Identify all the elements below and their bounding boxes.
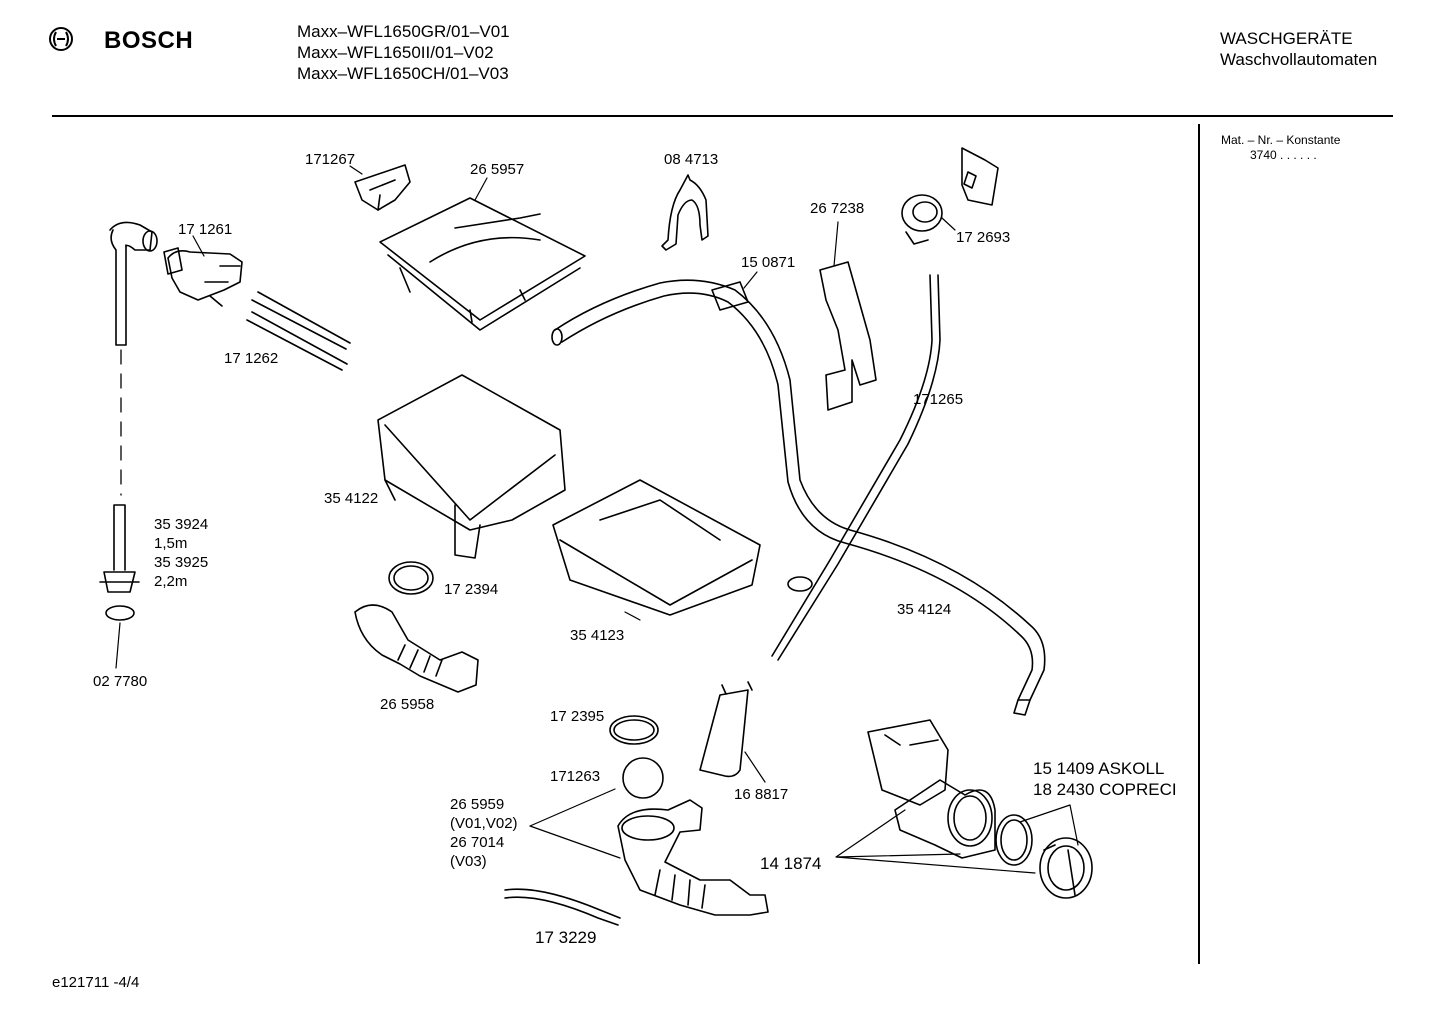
label-length-2: 2,2m [154, 573, 188, 590]
label-265958: 26 5958 [380, 696, 435, 713]
label-151409-askoll: 15 1409 ASKOLL [1033, 759, 1165, 778]
seal-ring-icon [388, 561, 434, 595]
pressure-switch-icon [901, 147, 999, 245]
ball-icon [622, 757, 664, 799]
side-divider [1198, 124, 1200, 964]
subcategory-title: Waschvollautomaten [1220, 50, 1378, 69]
small-hose-icon [504, 888, 621, 926]
label-267238: 26 7238 [810, 200, 865, 217]
label-168817: 16 8817 [734, 786, 789, 803]
label-354123: 35 4123 [570, 627, 625, 644]
label-171262: 17 1262 [224, 350, 279, 367]
clip-171267-icon [354, 164, 411, 211]
model-line-1: Maxx–WFL1650GR/01–V01 [297, 22, 510, 41]
label-variant-v01-v02: (V01,V02) [450, 815, 518, 832]
label-027780: 02 7780 [93, 673, 148, 690]
label-141874: 14 1874 [760, 854, 822, 873]
bracket-icon [819, 261, 877, 411]
label-variant-v03: (V03) [450, 853, 487, 870]
label-172693: 17 2693 [956, 229, 1011, 246]
hose-end-nut-icon [99, 504, 140, 593]
label-171265: 171265 [913, 391, 964, 408]
label-171267: 171267 [305, 151, 356, 168]
rods-icon [246, 291, 351, 371]
inlet-hose-elbow-icon [109, 221, 158, 346]
label-150871: 15 0871 [741, 254, 796, 271]
seal-ring-small-icon [609, 715, 659, 745]
model-line-3: Maxx–WFL1650CH/01–V03 [297, 64, 509, 83]
label-353925: 35 3925 [154, 554, 209, 571]
bosch-logo-icon [49, 27, 73, 51]
brand-name: BOSCH [104, 27, 194, 54]
label-265957: 26 5957 [470, 161, 525, 178]
label-173229: 17 3229 [535, 928, 597, 947]
filter-cap-icon [1039, 837, 1093, 899]
label-182430-copreci: 18 2430 COPRECI [1033, 780, 1177, 799]
thin-tube-icon [771, 274, 941, 661]
drain-pump-icon [867, 719, 996, 859]
label-172395: 17 2395 [550, 708, 605, 725]
document-id: e121711 -4/4 [52, 974, 140, 991]
hose-tube-icon [551, 279, 1046, 716]
heater-sensor-icon [699, 681, 753, 778]
label-084713: 08 4713 [664, 151, 719, 168]
label-267014: 26 7014 [450, 834, 505, 851]
label-354124: 35 4124 [897, 601, 952, 618]
pump-seal-icon [995, 814, 1033, 866]
inlet-valve-icon [163, 247, 243, 307]
model-line-2: Maxx–WFL1650II/01–V02 [297, 43, 494, 62]
label-172394: 17 2394 [444, 581, 499, 598]
detergent-drawer-icon [552, 479, 761, 616]
dispenser-cover-icon [379, 197, 586, 331]
label-171263: 171263 [550, 768, 601, 785]
label-353924: 35 3924 [154, 516, 209, 533]
mat-label: Mat. – Nr. – Konstante [1221, 133, 1341, 147]
seal-washer-icon [105, 605, 135, 621]
mat-value: 3740 . . . . . . [1250, 148, 1317, 162]
label-354122: 35 4122 [324, 490, 379, 507]
label-265959: 26 5959 [450, 796, 505, 813]
sump-hose-icon [617, 799, 769, 916]
label-length-1: 1,5m [154, 535, 188, 552]
label-171261: 17 1261 [178, 221, 233, 238]
bellows-hose-icon [354, 604, 479, 693]
category-title: WASCHGERÄTE [1220, 29, 1353, 48]
header-divider [52, 115, 1393, 117]
drawer-housing-icon [377, 374, 566, 559]
fork-clip-icon [661, 174, 709, 251]
